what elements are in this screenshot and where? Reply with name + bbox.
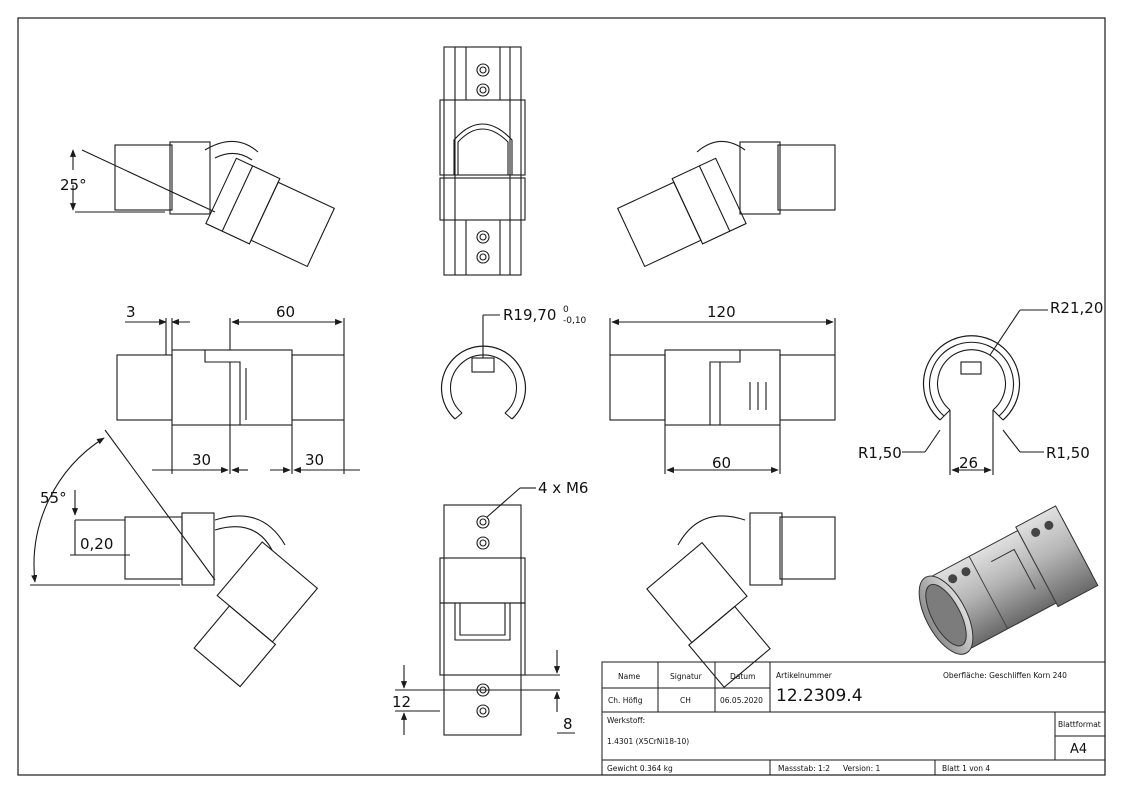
dim-radius-outer: R21,20 (1050, 299, 1103, 317)
view-angled-55-right (646, 512, 836, 689)
tb-artikel-number: 12.2309.4 (776, 686, 863, 706)
view-profile-center (440, 314, 527, 420)
dim-30-left: 30 (192, 451, 211, 469)
dim-angle-25: 25° (60, 176, 87, 194)
tb-massstab: Massstab: 1:2 (778, 764, 830, 773)
view-bottom-center-plan (395, 487, 575, 736)
tb-werkstoff-label: Werkstoff: (607, 716, 645, 725)
dim-3: 3 (126, 303, 136, 321)
dim-60-bottom: 60 (712, 454, 731, 472)
view-isometric-3d (918, 505, 1099, 655)
view-front-right (609, 318, 836, 474)
dim-angle-55: 55° (40, 489, 67, 507)
tb-name-value: Ch. Höfig (608, 696, 643, 705)
tb-datum-value: 06.05.2020 (720, 696, 763, 705)
dim-lines-front-left (125, 318, 360, 474)
view-front-left (116, 318, 345, 474)
dim-offset-0-20: 0,20 (80, 535, 113, 553)
title-block: Name Signatur Datum Ch. Höfig CH 06.05.2… (601, 661, 1106, 776)
view-angled-55-left (30, 429, 319, 688)
tb-blattformat-label: Blattformat (1058, 720, 1101, 729)
sheet-border (17, 17, 1106, 776)
tb-header-name: Name (618, 672, 641, 681)
dim-slot-26: 26 (959, 454, 978, 472)
dim-120: 120 (707, 303, 736, 321)
dim-radius-inner: R19,70 (503, 306, 556, 324)
tb-werkstoff-value: 1.4301 (X5CrNi18-10) (607, 737, 689, 746)
tb-signatur-value: CH (680, 696, 691, 705)
tb-header-signatur: Signatur (670, 672, 703, 681)
tb-oberflaeche: Oberfläche: Geschliffen Korn 240 (943, 671, 1067, 680)
tb-gewicht: Gewicht 0.364 kg (607, 764, 673, 773)
dim-radius-inner-tol-upper: 0 (563, 305, 569, 315)
dim-radius-edge-left: R1,50 (858, 444, 902, 462)
dim-radius-edge-right: R1,50 (1046, 444, 1090, 462)
dim-60-top: 60 (276, 303, 295, 321)
dim-8: 8 (563, 715, 573, 733)
view-profile-right (902, 309, 1048, 475)
dim-12: 12 (392, 693, 411, 711)
dim-radius-inner-tol-lower: -0,10 (563, 316, 587, 326)
thread-callout: 4 x M6 (538, 479, 588, 497)
dim-30-right: 30 (305, 451, 324, 469)
view-top-center-elevation (439, 46, 526, 276)
tb-blattformat-value: A4 (1070, 742, 1087, 757)
dimension-labels: 25° 55° 0,20 3 60 30 30 R19,70 0 -0,10 1… (40, 176, 1103, 733)
tb-blatt: Blatt 1 von 4 (942, 764, 990, 773)
tb-artikel-label: Artikelnummer (776, 671, 833, 680)
tb-header-datum: Datum (730, 672, 755, 681)
view-angled-25-right (616, 140, 836, 268)
view-angled-25-left (75, 140, 336, 268)
tb-version: Version: 1 (843, 764, 880, 773)
